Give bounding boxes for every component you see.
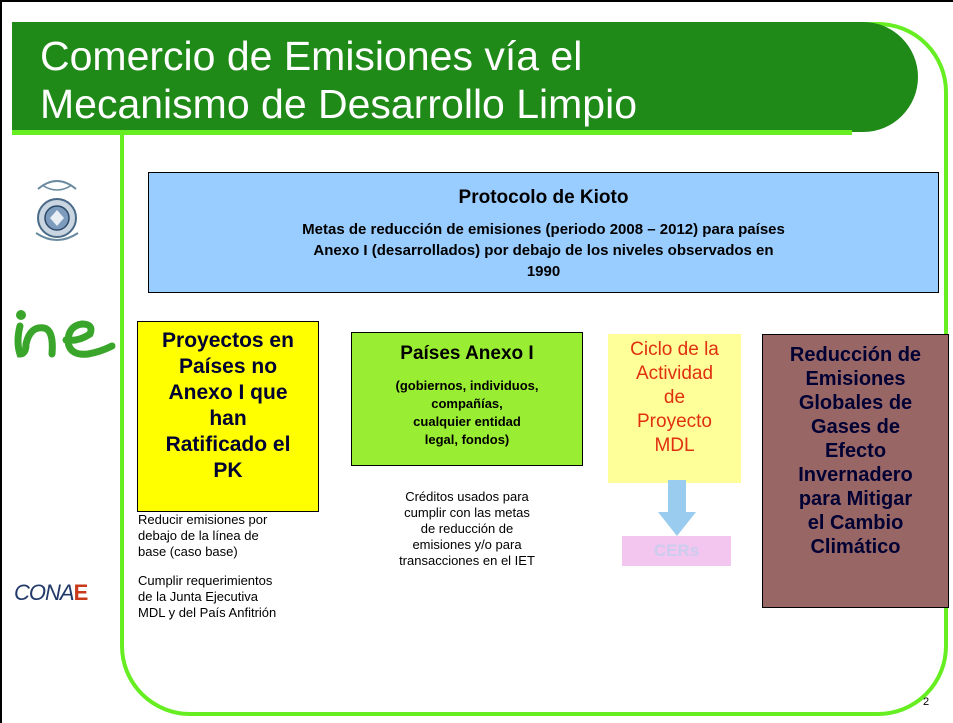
annex-sub-line: (gobiernos, individuos, [395,378,539,393]
annex-sub-line: compañías, [431,396,503,411]
kyoto-title: Protocolo de Kioto [458,187,629,208]
note-line: Cumplir requerimientos [138,573,273,588]
cycle-line: Ciclo de la [630,339,719,360]
reduce-emissions-note: Reducir emisiones por debajo de la línea… [138,512,328,560]
reduction-line: Globales de [798,392,913,414]
non-annex-projects-box: Proyectos en Países no Anexo I que han R… [137,321,319,512]
kyoto-protocol-box: Protocolo de Kioto Metas de reducción de… [148,172,939,293]
reduction-line: Climático [810,536,901,558]
page-number: 2 [923,696,930,708]
annex-countries-box: Países Anexo I (gobiernos, individuos, c… [351,332,583,466]
slide-title: Comercio de Emisiones vía el Mecanismo d… [40,32,637,128]
note-line: cumplir con las metas [404,505,530,520]
annex-sub-line: cualquier entidad [413,414,521,429]
note-line: emisiones y/o para [412,537,522,552]
title-band [12,22,918,132]
reduction-line: Gases de [811,416,900,438]
note-line: de reducción de [420,521,514,536]
reduction-line: Invernadero [798,464,913,486]
reduction-line: el Cambio [807,512,904,534]
projects-line: Proyectos en [162,329,294,352]
note-line: transacciones en el IET [399,553,535,568]
note-line: debajo de la línea de [138,528,259,543]
mdl-cycle-box: Ciclo de la Actividad de Proyecto MDL [608,334,741,483]
note-line: Reducir emisiones por [138,512,268,527]
university-crest-icon [35,180,79,241]
title-line-1: Comercio de Emisiones vía el [40,33,583,79]
cycle-line: Actividad [635,363,714,384]
cycle-line: de [663,387,686,408]
global-reduction-box: Reducción de Emisiones Globales de Gases… [762,334,949,608]
kyoto-body-line-1: Metas de reducción de emisiones (periodo… [302,221,785,238]
requirements-note: Cumplir requerimientos de la Junta Ejecu… [138,573,328,621]
cycle-line: Proyecto [637,411,712,432]
projects-line: han [209,407,247,430]
kyoto-body: Metas de reducción de emisiones (periodo… [169,219,918,282]
annex-sub-line: legal, fondos) [424,432,510,447]
note-line: base (caso base) [138,544,238,559]
kyoto-body-line-3: 1990 [526,263,561,280]
projects-line: Anexo I que [168,381,288,404]
projects-line: Países no [178,355,278,378]
down-arrow-icon [658,480,696,536]
annex-subtext: (gobiernos, individuos, compañías, cualq… [360,377,574,449]
reduction-line: Efecto [824,440,887,462]
annex-heading: Países Anexo I [400,343,534,364]
reduction-line: Reducción de [789,344,922,366]
projects-line: Ratificado el [165,433,291,456]
conae-logo-accent: E [73,580,89,605]
credits-note: Créditos usados para cumplir con las met… [364,489,570,569]
cycle-line: MDL [654,435,695,456]
reduction-line: Emisiones [805,368,906,390]
cers-label: CERs [622,536,731,566]
title-line-2: Mecanismo de Desarrollo Limpio [40,81,638,127]
kyoto-body-line-2: Anexo I (desarrollados) por debajo de lo… [313,242,774,259]
title-underline [12,130,852,135]
note-line: MDL y del País Anfitrión [138,605,277,620]
conae-logo: CONAE [14,580,89,606]
note-line: Créditos usados para [405,489,529,504]
ine-logo [14,310,116,358]
conae-logo-text: CONA [14,580,75,605]
note-line: de la Junta Ejecutiva [138,589,258,604]
projects-line: PK [213,459,243,482]
reduction-line: para Mitigar [798,488,913,510]
